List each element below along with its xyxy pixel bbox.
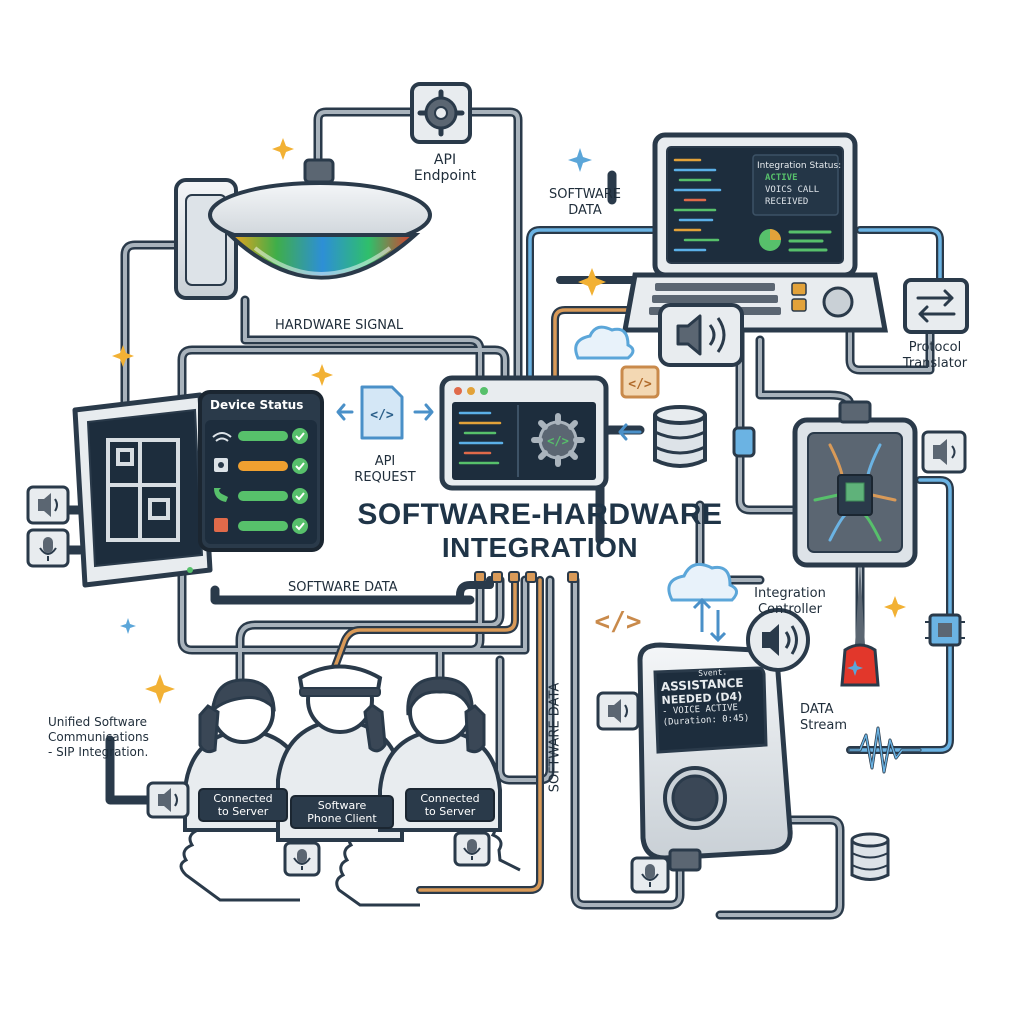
code-tag-icon-orange: </> bbox=[595, 607, 642, 637]
badge-software-phone-client: Software Phone Client bbox=[290, 795, 394, 829]
title-line1: SOFTWARE-HARDWARE bbox=[357, 498, 723, 531]
badge-connected-right: Connected to Server bbox=[405, 788, 495, 822]
protocol-translator-icon bbox=[903, 278, 969, 334]
badge-center-line2: Phone Client bbox=[307, 812, 377, 825]
laptop-pie-chart bbox=[759, 229, 781, 251]
laptop-status-text: Integration Status: ACTIVE VOICS CALL RE… bbox=[757, 160, 842, 208]
sparkles bbox=[112, 138, 906, 704]
microphone-icon-left bbox=[26, 528, 70, 568]
microphone-icon-op-left bbox=[283, 841, 321, 877]
unified-line2: Communications bbox=[48, 730, 149, 744]
svg-text:</>: </> bbox=[370, 408, 394, 423]
api-endpoint-gear-icon bbox=[410, 82, 472, 144]
api-endpoint-label-line1: API bbox=[433, 152, 457, 168]
speaker-icon-pager-left bbox=[596, 691, 640, 731]
api-request-line1: API bbox=[374, 454, 396, 469]
hardware-signal-label: HARDWARE SIGNAL bbox=[275, 318, 404, 333]
database-icon bbox=[653, 405, 707, 468]
pager-screen-text: Svent. ASSISTANCE NEEDED (D4) - VOICE AC… bbox=[660, 665, 768, 729]
badge-center-line1: Software bbox=[317, 799, 367, 812]
data-stream-line2: Stream bbox=[800, 718, 848, 733]
unified-communications-label: Unified Software Communications - SIP In… bbox=[48, 715, 183, 760]
chip-icon bbox=[925, 613, 965, 647]
data-stream-line1: DATA bbox=[800, 702, 834, 717]
laptop-status-line2: VOICS CALL bbox=[765, 185, 820, 195]
microphone-icon-pager bbox=[630, 856, 670, 894]
cloud-upload-icon bbox=[667, 562, 738, 643]
tablet-device bbox=[72, 392, 213, 588]
badge-right-line2: to Server bbox=[424, 805, 476, 818]
protocol-translator-line1: Protocol bbox=[908, 340, 962, 355]
status-row-wifi bbox=[212, 428, 308, 444]
device-status-heading: Device Status bbox=[210, 398, 304, 412]
laptop-status-heading: Integration Status: bbox=[757, 161, 842, 171]
gear-icon: </> bbox=[531, 413, 585, 467]
api-request-label: API REQUEST bbox=[345, 454, 425, 486]
data-stream-label: DATA Stream bbox=[800, 702, 870, 734]
software-data-top-line2: DATA bbox=[568, 203, 602, 218]
pager-device bbox=[637, 642, 793, 872]
laptop bbox=[622, 132, 888, 333]
badge-left-line1: Connected bbox=[213, 792, 273, 805]
api-request-arrows bbox=[336, 403, 642, 441]
integration-controller-line2: Controller bbox=[758, 602, 822, 617]
software-data-top-label: SOFTWARE DATA bbox=[535, 187, 635, 219]
central-software-window: </> bbox=[439, 375, 609, 491]
speaker-icon-controller bbox=[921, 430, 967, 474]
diagram-title: SOFTWARE-HARDWARE INTEGRATION bbox=[300, 498, 780, 564]
ceiling-dome-device bbox=[174, 158, 432, 300]
device-status-panel bbox=[198, 390, 324, 552]
svg-text:</>: </> bbox=[628, 377, 652, 392]
software-data-mid-label: SOFTWARE DATA bbox=[288, 580, 398, 595]
protocol-translator-line2: Translator bbox=[902, 356, 968, 371]
integration-controller-box bbox=[792, 400, 918, 687]
badge-connected-left: Connected to Server bbox=[198, 788, 288, 822]
pager-speaker-icon bbox=[746, 608, 810, 672]
status-row-camera bbox=[214, 458, 308, 474]
laptop-code-lines bbox=[673, 158, 722, 252]
status-row-alarm bbox=[214, 518, 308, 534]
link-connector bbox=[732, 426, 756, 458]
api-endpoint-label-line2: Endpoint bbox=[413, 168, 477, 184]
integration-controller-line1: Integration bbox=[754, 586, 826, 601]
speaker-icon-left bbox=[26, 485, 70, 525]
operators-group bbox=[179, 664, 521, 907]
software-data-top-line1: SOFTWARE bbox=[549, 187, 621, 202]
code-tag-icon-small: </> bbox=[620, 365, 660, 399]
unified-line1: Unified Software bbox=[48, 715, 147, 729]
api-endpoint-label: API Endpoint bbox=[405, 152, 485, 184]
svg-text:</>: </> bbox=[547, 434, 569, 448]
database-icon-bottom bbox=[850, 832, 890, 881]
svg-text:</>: </> bbox=[595, 607, 642, 637]
status-row-phone bbox=[214, 488, 308, 504]
speaker-icon-operators bbox=[146, 781, 190, 819]
laptop-status-line3: RECEIVED bbox=[765, 197, 809, 207]
protocol-translator-label: Protocol Translator bbox=[885, 340, 985, 372]
unified-line3: - SIP Integration. bbox=[48, 745, 149, 759]
floor-plan bbox=[106, 438, 180, 542]
wires bbox=[45, 107, 954, 920]
software-data-vertical-label: SOFTWARE DATA bbox=[547, 682, 563, 793]
microphone-icon-op-right bbox=[453, 831, 491, 867]
badge-left-line2: to Server bbox=[217, 805, 269, 818]
laptop-status-active: ACTIVE bbox=[765, 173, 798, 183]
title-line2: INTEGRATION bbox=[441, 532, 639, 563]
badge-right-line1: Connected bbox=[420, 792, 480, 805]
api-request-line2: REQUEST bbox=[354, 470, 416, 485]
api-request-document-icon: </> bbox=[360, 385, 404, 440]
speaker-icon-laptop bbox=[658, 303, 744, 367]
integration-controller-label: Integration Controller bbox=[740, 586, 840, 618]
cloud-icon-small bbox=[574, 325, 635, 360]
